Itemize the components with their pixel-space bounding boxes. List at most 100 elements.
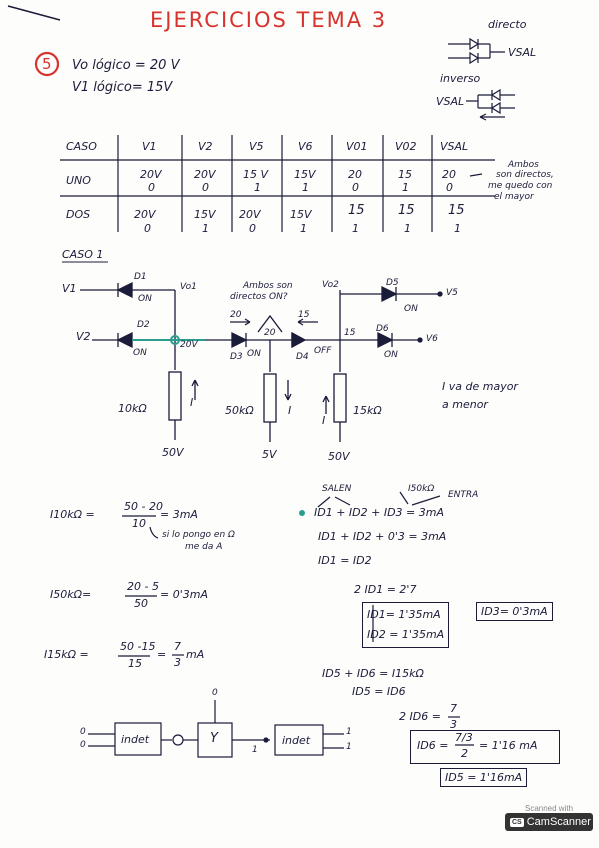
label-20-node: 20 [264,328,276,338]
calc-entra: ENTRA [448,490,479,500]
table-cell: 0 [148,181,155,194]
legend-inverse: inverso [440,72,481,85]
table-header-vo2: V02 [395,140,417,153]
table-cell: 0 [249,222,256,235]
calc-i10-den: 10 [132,517,146,530]
case-label: CASO 1 [62,248,104,261]
calc-res-id2: ID2 = 1'35mA [367,628,445,641]
table-note-line: me quedo con [488,181,553,191]
label-ambos: Ambos son [243,281,293,291]
table-row-2-case: DOS [66,208,91,221]
legend-vsal-right: VSAL [508,46,537,59]
table-cell: 15 [398,203,415,218]
table-note-line: Ambos [508,160,539,170]
table-cell: 1 [202,222,209,235]
table-cell: 20V [239,208,261,221]
label-d1-on: ON [138,294,152,304]
table-cell: 0 [446,181,453,194]
label-r1: 10kΩ [118,402,147,415]
label-15-node: 15 [344,328,356,338]
table-cell: 20V [134,208,156,221]
table-cell: 1 [402,181,409,194]
label-s1: 50V [162,446,184,459]
calc-i10-note: me da A [185,542,223,552]
circuit-note-1: I va de mayor [442,380,518,393]
label-20v: 20V [180,340,198,350]
label-directos: directos ON? [230,292,288,302]
calc-i15-unit: mA [186,648,205,661]
circuit-note-2: a menor [442,398,488,411]
table-cell: 20 [442,168,456,181]
table-header-vo1: V01 [346,140,368,153]
calc-eq2: ID1 + ID2 + 0'3 = 3mA [318,530,447,543]
logic-in-a: 0 [80,727,86,737]
table-cell: 1 [254,181,261,194]
label-s3: 50V [328,450,350,463]
label-d6-on: ON [384,350,398,360]
calc-i10-num: 50 - 20 [124,500,163,513]
label-s2: 5V [262,448,277,461]
calc-eq1: ID1 + ID2 + ID3 = 3mA [314,506,445,519]
legend-direct: directo [488,18,527,31]
scanner-caption: Scanned with [524,804,574,813]
calc-isokn: I50kΩ [408,484,435,494]
calc-i15-eq: = [157,648,167,661]
label-i-1: I [190,396,194,409]
table-cell: 1 [352,222,359,235]
given-v0: Vo lógico = 20 V [72,58,180,73]
scanner-brand-name: CamScanner [526,816,591,828]
table-cell: 15 [448,203,465,218]
table-cell: 0 [202,181,209,194]
exercise-number: 5 [42,55,52,73]
label-vo1: Vo1 [180,282,197,292]
calc-eq6: ID5 = ID6 [352,685,406,698]
label-d2-on: ON [133,348,147,358]
calc-i50-label: I50kΩ= [50,588,92,601]
given-v1: V1 lógico= 15V [72,80,173,95]
calc-res-id3: ID3= 0'3mA [476,602,553,621]
label-20-arrow: 20 [230,310,242,320]
calc-i50-num: 20 - 5 [127,580,159,593]
label-v6: V6 [426,334,438,344]
table-note-line: son directos, [496,170,554,180]
logic-out-a: 1 [346,727,352,737]
calc-res-id6-post: = 1'16 mA [479,739,538,752]
logic-block-y: Y [210,731,218,746]
table-cell: 20V [194,168,216,181]
label-r2: 50kΩ [225,404,254,417]
table-cell: 15V [294,168,316,181]
table-cell: 1 [404,222,411,235]
table-header-v5: V5 [249,140,264,153]
calc-eq7-num: 7 [450,702,457,715]
table-cell: 15V [194,208,216,221]
legend-vsal-left: VSAL [436,95,465,108]
label-d3: D3 [230,352,243,362]
calc-salen: SALEN [322,484,352,494]
table-row-1-case: UNO [66,174,91,187]
label-v2: V2 [76,330,91,343]
table-cell: 1 [300,222,307,235]
label-d5-on: ON [404,304,418,314]
label-d1: D1 [134,272,147,282]
table-header-v1: V1 [142,140,157,153]
label-d5: D5 [386,278,399,288]
camscanner-logo-icon: CS [510,817,524,827]
table-cell: 1 [302,181,309,194]
calc-res-id6-num: 7/3 [455,731,473,744]
label-d3-on: ON [247,349,261,359]
calc-eq7-den: 3 [450,718,457,731]
calc-eq4: 2 ID1 = 2'7 [354,583,417,596]
calc-res-id6-pre: ID6 = [417,739,449,752]
label-d4-off: OFF [314,346,332,356]
logic-block-indet-1: indet [121,733,150,746]
calc-res-id1: ID1= 1'35mA [367,608,441,621]
label-r3: 15kΩ [353,404,382,417]
calc-eq3: ID1 = ID2 [318,554,372,567]
scanner-brand: CS CamScanner [505,813,593,831]
logic-in-b: 0 [80,740,86,750]
label-d4: D4 [296,352,309,362]
calc-eq5: ID5 + ID6 = I15kΩ [322,667,424,680]
camscanner-badge: Scanned with CS CamScanner [505,804,593,842]
label-i-2: I [288,404,292,417]
